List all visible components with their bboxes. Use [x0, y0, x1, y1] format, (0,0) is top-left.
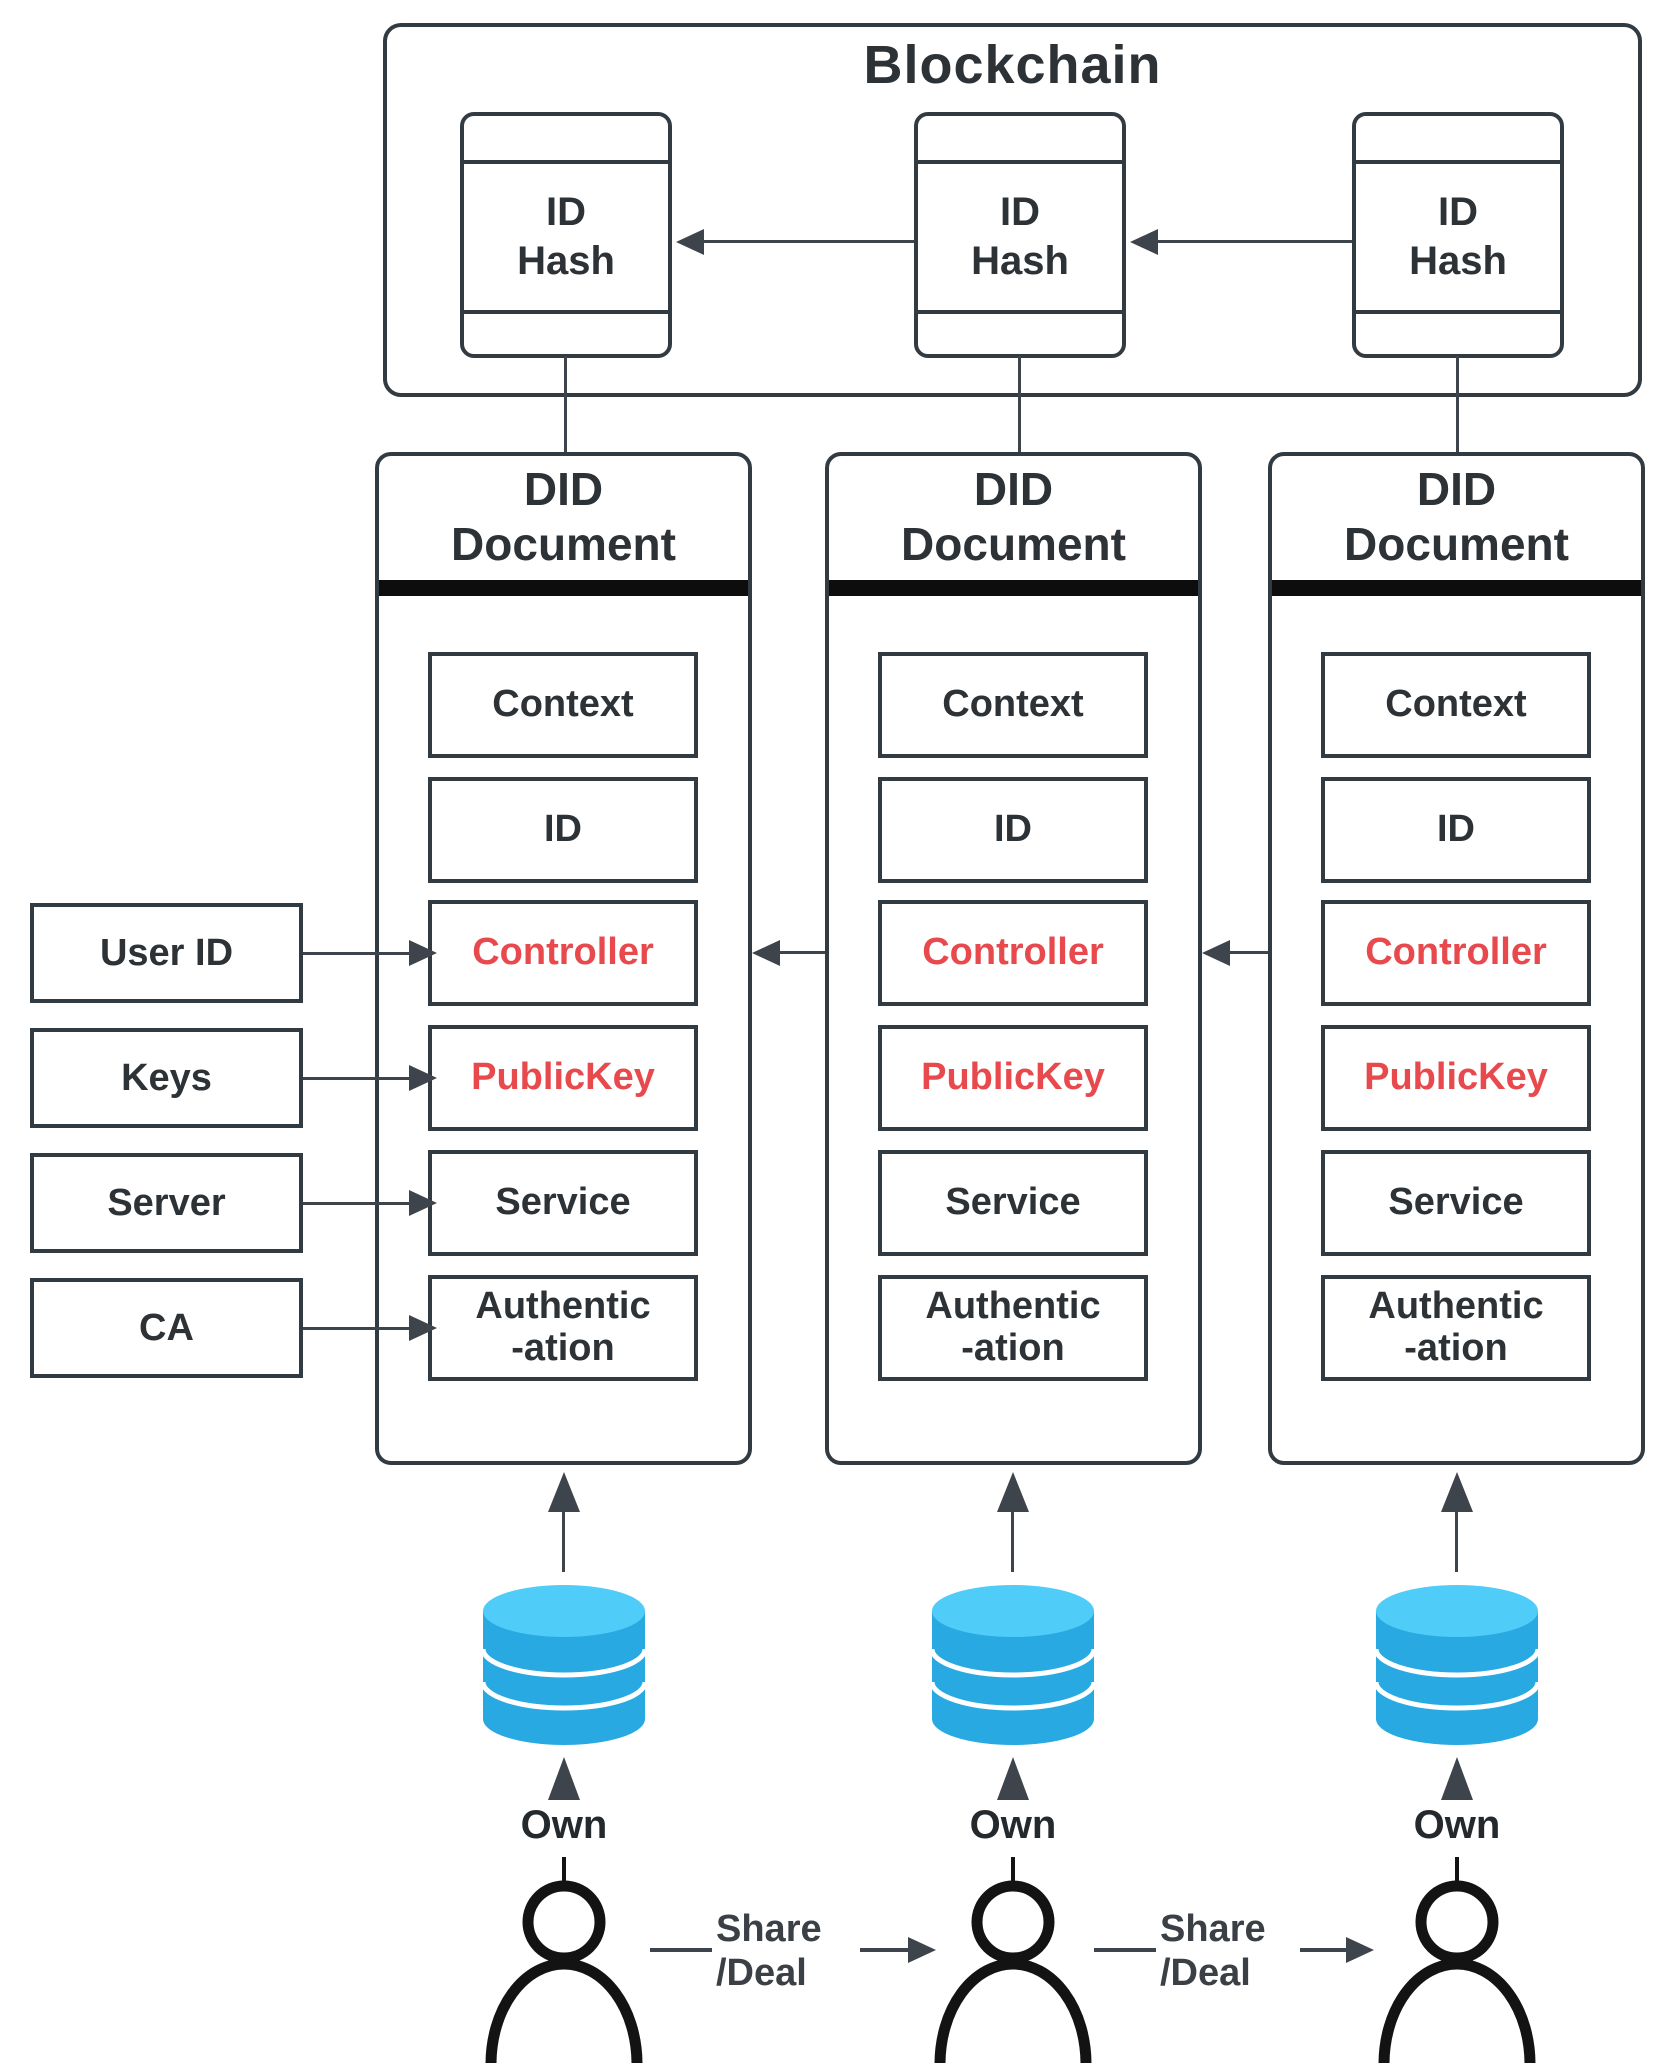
- person-icon: [934, 1880, 1092, 2063]
- did-document-1: DID Document Context ID Controller Publi…: [375, 452, 752, 1465]
- blockchain-title: Blockchain: [863, 35, 1162, 95]
- did-document-2: DID Document Context ID Controller Publi…: [825, 452, 1202, 1465]
- input-arrow-line: [303, 1202, 409, 1205]
- id-hash-label: ID Hash: [517, 190, 615, 283]
- hash-chain-arrowhead-icon: [1130, 229, 1158, 255]
- doc-chain-arrowhead-icon: [1202, 940, 1230, 966]
- block-footer: [1356, 310, 1560, 354]
- database-icon: [929, 1585, 1097, 1745]
- id-hash-block-1: ID Hash: [460, 112, 672, 358]
- doc-title: DID Document: [901, 463, 1126, 571]
- hash-doc-connector-line: [1018, 356, 1021, 454]
- doc-divider-bar: [1272, 580, 1641, 596]
- field-controller: Controller: [1321, 900, 1591, 1006]
- field-id: ID: [428, 777, 698, 883]
- own-dash-line: [1011, 1857, 1015, 1881]
- block-footer: [918, 310, 1122, 354]
- hash-chain-arrowhead-icon: [676, 229, 704, 255]
- doc-chain-arrow-line: [1228, 951, 1268, 954]
- own-dash-line: [562, 1857, 566, 1881]
- field-context: Context: [1321, 652, 1591, 758]
- share-arrow-line: [860, 1948, 910, 1952]
- block-footer: [464, 310, 668, 354]
- id-hash-label: ID Hash: [1409, 190, 1507, 283]
- input-arrowhead-icon: [409, 1190, 437, 1216]
- share-arrow-line: [1300, 1948, 1348, 1952]
- upload-arrowhead-icon: [548, 1472, 580, 1512]
- share-deal-label: Share /Deal: [1160, 1908, 1266, 1994]
- own-arrowhead-icon: [1441, 1757, 1473, 1800]
- share-arrowhead-icon: [908, 1937, 936, 1963]
- upload-arrow-line: [562, 1510, 565, 1572]
- field-id: ID: [1321, 777, 1591, 883]
- field-service: Service: [428, 1150, 698, 1256]
- hash-doc-connector-line: [1456, 356, 1459, 454]
- input-box-server: Server: [30, 1153, 303, 1253]
- person-icon: [1378, 1880, 1536, 2063]
- share-dash-line: [1094, 1948, 1156, 1952]
- field-authentication: Authentic -ation: [1321, 1275, 1591, 1381]
- database-icon: [1373, 1585, 1541, 1745]
- share-arrowhead-icon: [1346, 1937, 1374, 1963]
- field-authentication: Authentic -ation: [428, 1275, 698, 1381]
- doc-chain-arrow-line: [778, 951, 825, 954]
- person-icon: [485, 1880, 643, 2063]
- hash-chain-arrow-line: [1156, 240, 1352, 243]
- field-controller: Controller: [878, 900, 1148, 1006]
- block-header: [1356, 116, 1560, 164]
- input-arrowhead-icon: [409, 1065, 437, 1091]
- doc-title: DID Document: [451, 463, 676, 571]
- field-publickey: PublicKey: [1321, 1025, 1591, 1131]
- upload-arrow-line: [1011, 1510, 1014, 1572]
- id-hash-label: ID Hash: [971, 190, 1069, 283]
- share-dash-line: [650, 1948, 712, 1952]
- doc-title: DID Document: [1344, 463, 1569, 571]
- field-publickey: PublicKey: [878, 1025, 1148, 1131]
- block-header: [918, 116, 1122, 164]
- field-publickey: PublicKey: [428, 1025, 698, 1131]
- input-arrow-line: [303, 952, 409, 955]
- field-context: Context: [428, 652, 698, 758]
- upload-arrowhead-icon: [997, 1472, 1029, 1512]
- doc-divider-bar: [829, 580, 1198, 596]
- hash-chain-arrow-line: [702, 240, 914, 243]
- input-arrow-line: [303, 1327, 409, 1330]
- field-authentication: Authentic -ation: [878, 1275, 1148, 1381]
- id-hash-block-3: ID Hash: [1352, 112, 1564, 358]
- block-header: [464, 116, 668, 164]
- input-box-user-id: User ID: [30, 903, 303, 1003]
- upload-arrow-line: [1455, 1510, 1458, 1572]
- field-service: Service: [878, 1150, 1148, 1256]
- upload-arrowhead-icon: [1441, 1472, 1473, 1512]
- hash-doc-connector-line: [564, 356, 567, 454]
- input-arrowhead-icon: [409, 940, 437, 966]
- share-deal-label: Share /Deal: [716, 1908, 822, 1994]
- doc-chain-arrowhead-icon: [752, 940, 780, 966]
- own-label: Own: [520, 1803, 608, 1847]
- field-context: Context: [878, 652, 1148, 758]
- field-id: ID: [878, 777, 1148, 883]
- own-label: Own: [969, 1803, 1057, 1847]
- id-hash-block-2: ID Hash: [914, 112, 1126, 358]
- input-arrowhead-icon: [409, 1315, 437, 1341]
- blockchain-box: [383, 23, 1642, 397]
- input-box-ca: CA: [30, 1278, 303, 1378]
- did-document-3: DID Document Context ID Controller Publi…: [1268, 452, 1645, 1465]
- field-service: Service: [1321, 1150, 1591, 1256]
- input-box-keys: Keys: [30, 1028, 303, 1128]
- own-arrowhead-icon: [997, 1757, 1029, 1800]
- own-arrowhead-icon: [548, 1757, 580, 1800]
- own-dash-line: [1455, 1857, 1459, 1881]
- input-arrow-line: [303, 1077, 409, 1080]
- field-controller: Controller: [428, 900, 698, 1006]
- database-icon: [480, 1585, 648, 1745]
- doc-divider-bar: [379, 580, 748, 596]
- own-label: Own: [1413, 1803, 1501, 1847]
